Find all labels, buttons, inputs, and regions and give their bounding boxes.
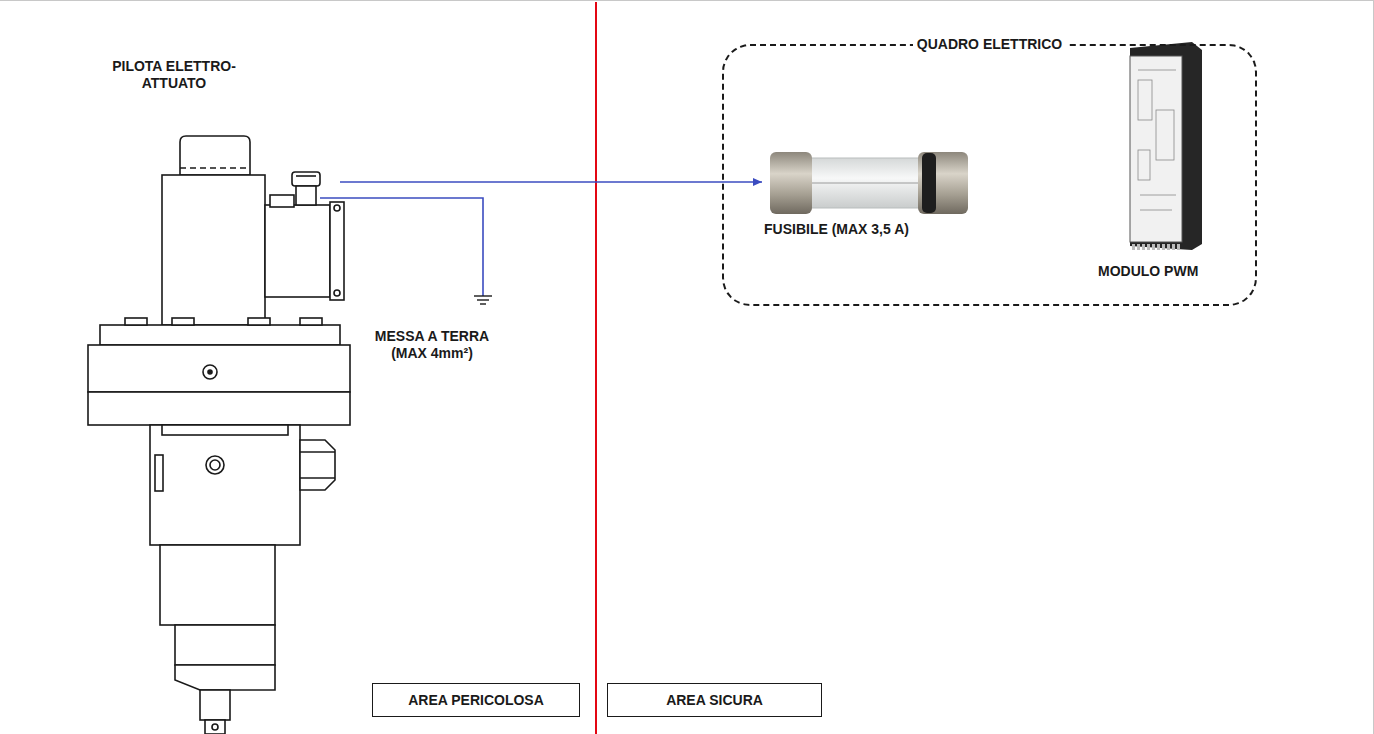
node-label: PILOTA ELETTRO-ATTUATO — [99, 58, 249, 92]
label-wrap: PILOTA ELETTRO-ATTUATO — [99, 58, 249, 92]
node-label: AREA PERICOLOSA — [408, 692, 544, 709]
area-box: AREA SICURA — [607, 683, 822, 717]
terminal — [1172, 244, 1175, 250]
arrowhead — [753, 178, 762, 186]
terminal — [1157, 244, 1160, 250]
terminal — [1137, 244, 1140, 250]
note-label: MESSA A TERRA (MAX 4mm²) — [368, 328, 496, 362]
control-panel: QUADRO ELETTRICOFUSIBILE (MAX 3,5 A)MODU… — [722, 44, 1257, 306]
area-box: AREA PERICOLOSA — [372, 683, 580, 717]
node-label: QUADRO ELETTRICO — [913, 36, 1066, 52]
pwm-module: MODULO PWM — [1090, 40, 1220, 280]
ground-wire — [320, 198, 483, 296]
node-label: FUSIBILE (MAX 3,5 A) — [764, 221, 909, 238]
label-wrap: AREA SICURA — [666, 691, 763, 709]
wire-line — [340, 181, 762, 183]
pilot-valve-drawing — [88, 136, 350, 734]
ground-symbol — [474, 296, 492, 304]
label-wrap: AREA PERICOLOSA — [408, 691, 544, 709]
terminal — [1132, 244, 1135, 250]
terminal — [1177, 244, 1180, 250]
pwm-module-drawing — [1130, 42, 1202, 250]
fuse-drawing — [770, 152, 968, 214]
fuse: FUSIBILE (MAX 3,5 A) — [762, 140, 984, 238]
terminal — [1162, 244, 1165, 250]
wire — [340, 178, 762, 186]
terminal — [1147, 244, 1150, 250]
label-wrap: MODULO PWM — [1090, 262, 1220, 280]
label-wrap: QUADRO ELETTRICO — [724, 35, 1255, 53]
node-label: AREA SICURA — [666, 692, 763, 709]
terminal — [1142, 244, 1145, 250]
node-label: MODULO PWM — [1098, 263, 1198, 280]
pilot-valve: PILOTA ELETTRO-ATTUATO — [95, 58, 340, 734]
terminal — [1152, 244, 1155, 250]
terminal — [1167, 244, 1170, 250]
label-wrap: FUSIBILE (MAX 3,5 A) — [762, 220, 984, 238]
